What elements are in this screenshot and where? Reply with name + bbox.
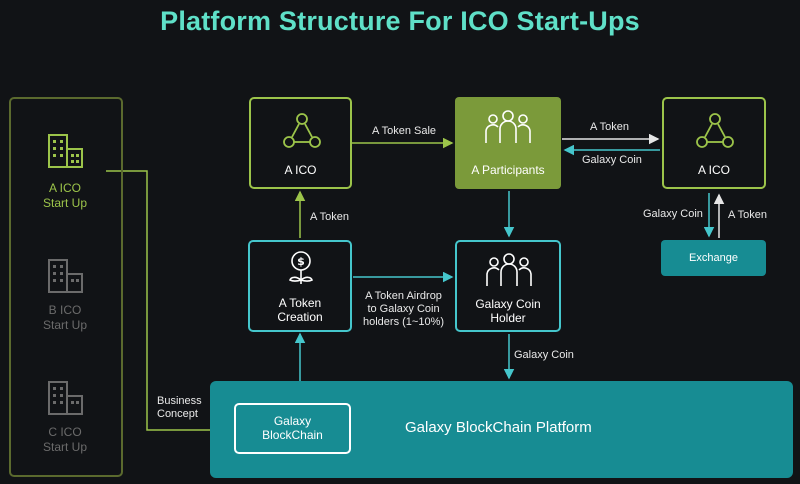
a-token-right-label: A Token	[590, 121, 629, 133]
building-icon	[48, 381, 83, 415]
network-people-icon	[283, 113, 321, 148]
token-creation-label: A Token Creation	[277, 296, 323, 324]
galaxy-coin-exchange-label: Galaxy Coin	[643, 208, 703, 220]
startup-c-label: C ICO Start Up	[42, 425, 87, 454]
startup-a-label: A ICO Start Up	[42, 181, 87, 210]
a-ico-node: A ICO	[249, 97, 352, 189]
a-token-exchange-label: A Token	[728, 209, 767, 221]
building-icon	[48, 134, 83, 168]
exchange-node: Exchange	[661, 240, 766, 276]
business-concept-line	[106, 170, 234, 436]
a-ico-right-label: A ICO	[697, 163, 730, 177]
airdrop-label: A Token Airdrop to Galaxy Coin holders (…	[363, 290, 445, 328]
galaxy-blockchain-label: Galaxy BlockChain	[262, 414, 323, 442]
coin-plant-icon: $	[289, 251, 313, 284]
participants-label: A Participants	[471, 163, 545, 177]
building-icon	[48, 259, 83, 293]
participants-node: A Participants	[455, 97, 561, 189]
group-people-icon	[485, 110, 531, 143]
startup-b-label: B ICO Start Up	[42, 303, 87, 332]
a-ico-label: A ICO	[284, 163, 317, 177]
blockchain-platform: Galaxy BlockChain Platform	[210, 381, 793, 478]
token-sale-label: A Token Sale	[372, 125, 437, 137]
network-people-icon	[696, 113, 734, 148]
diagram-title: Platform Structure For ICO Start-Ups	[160, 6, 640, 36]
a-ico-right-node: A ICO	[662, 97, 766, 189]
platform-label: Galaxy BlockChain Platform	[405, 419, 592, 436]
galaxy-blockchain-node: Galaxy BlockChain	[234, 403, 351, 454]
coin-holder-node: Galaxy Coin Holder	[455, 240, 561, 332]
galaxy-coin-right-label: Galaxy Coin	[582, 154, 642, 166]
startups-panel	[9, 97, 123, 477]
a-token-up-label: A Token	[310, 211, 349, 223]
business-concept-label: Business Concept	[157, 395, 202, 420]
token-creation-node: $ A Token Creation	[248, 240, 352, 332]
group-people-icon	[486, 253, 532, 286]
coin-holder-label: Galaxy Coin Holder	[475, 297, 541, 325]
exchange-label: Exchange	[689, 252, 738, 264]
galaxy-coin-down-label: Galaxy Coin	[514, 349, 574, 361]
svg-text:$: $	[297, 255, 305, 268]
